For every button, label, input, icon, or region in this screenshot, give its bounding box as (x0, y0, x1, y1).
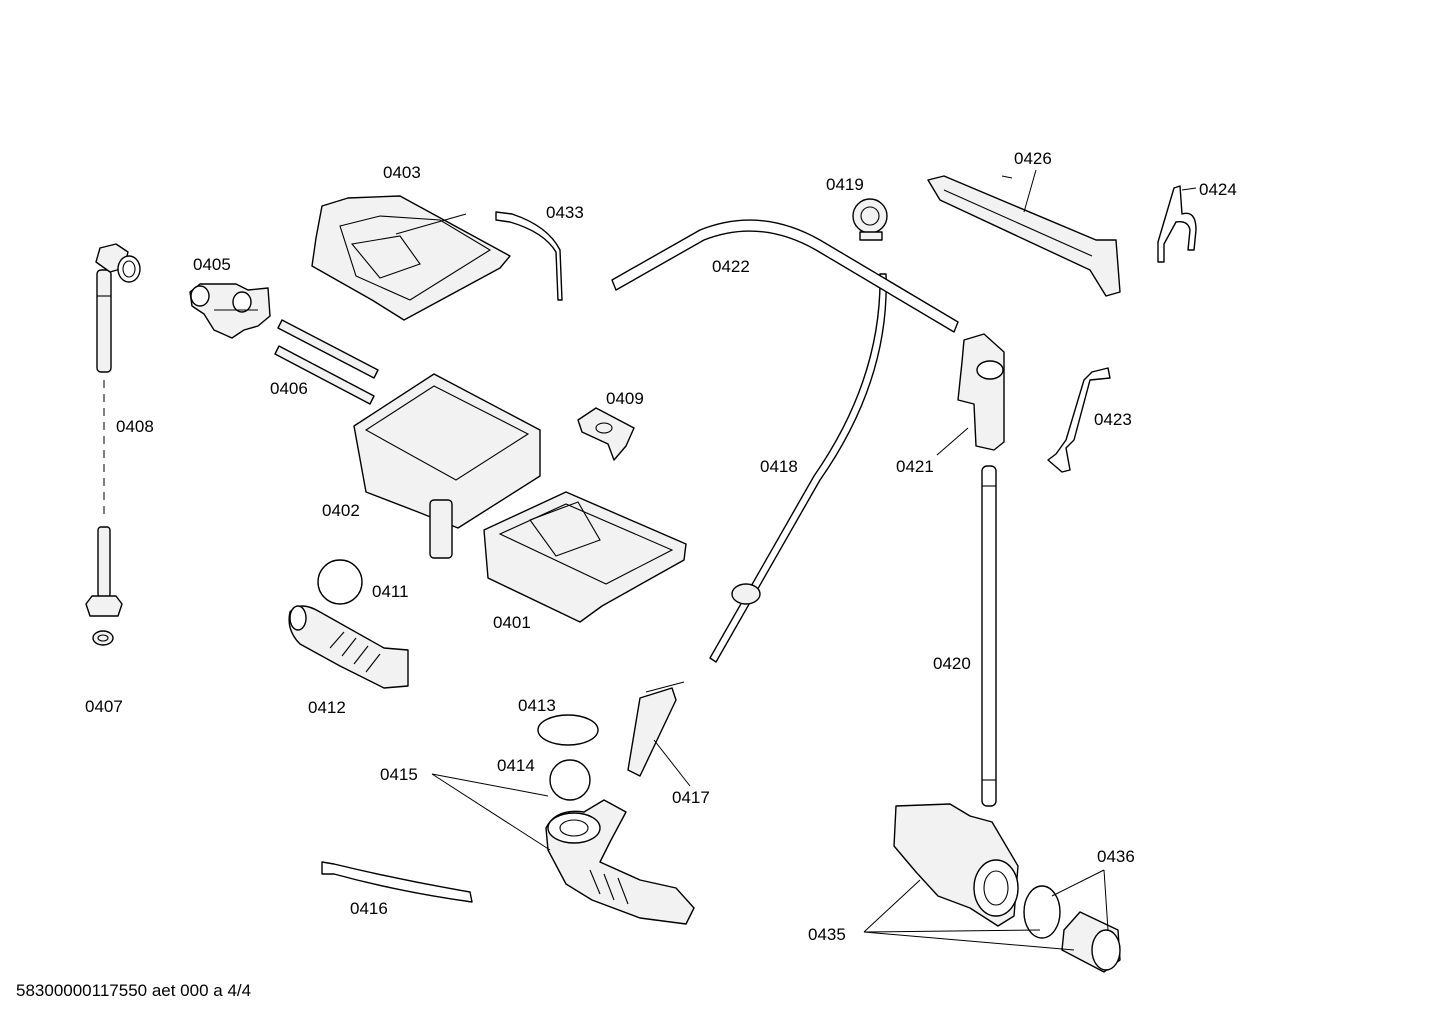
part-0406-tubes (274, 319, 379, 405)
part-0411-gasket-ring (317, 559, 363, 605)
label-0405: 0405 (193, 255, 231, 274)
label-0420: 0420 (933, 654, 971, 673)
part-0418-grommet (731, 583, 761, 605)
label-0409: 0409 (606, 389, 644, 408)
label-0401: 0401 (493, 613, 531, 632)
label-0436: 0436 (1097, 847, 1135, 866)
label-0402: 0402 (322, 501, 360, 520)
part-0405-valve (189, 283, 271, 339)
part-0423-hook (1047, 367, 1111, 473)
part-0413-gasket-ring (537, 714, 599, 746)
label-0421: 0421 (896, 457, 934, 476)
label-0418: 0418 (760, 457, 798, 476)
label-0413: 0413 (518, 696, 556, 715)
part-0408-hose-lower (85, 526, 123, 617)
part-0422-hose (611, 219, 959, 333)
label-0426: 0426 (1014, 149, 1052, 168)
part-0408-hose-elbow (95, 243, 141, 373)
label-0422: 0422 (712, 257, 750, 276)
part-0409-clip (577, 407, 635, 461)
part-labels: 0403 0433 0405 0406 0408 0409 0402 0411 … (85, 149, 1237, 944)
label-0414: 0414 (497, 756, 535, 775)
part-0418-tube (709, 273, 887, 663)
part-0407-washer (92, 630, 114, 646)
part-0433-hose (495, 211, 563, 301)
label-0433: 0433 (546, 203, 584, 222)
part-0412-bellows-hose (288, 605, 409, 689)
label-0416: 0416 (350, 899, 388, 918)
part-0421-air-chamber (957, 333, 1005, 451)
part-0402-dispenser-housing (353, 373, 541, 559)
label-0411: 0411 (372, 582, 409, 601)
part-0401-drawer (483, 491, 687, 623)
label-0408: 0408 (116, 417, 154, 436)
part-0403-dispenser-top (311, 195, 511, 321)
part-0435-drain-pump (893, 803, 1019, 927)
part-0415-sump-hose (545, 799, 695, 925)
part-0436-seal-filter (1023, 885, 1121, 973)
part-0416-hose (321, 861, 473, 903)
label-0423: 0423 (1094, 410, 1132, 429)
label-0435: 0435 (808, 925, 846, 944)
label-0412: 0412 (308, 698, 346, 717)
part-0414-ball (549, 759, 591, 801)
label-0417: 0417 (672, 788, 710, 807)
part-0420-hose (981, 465, 997, 807)
document-footer: 58300000117550 aet 000 a 4/4 (16, 981, 252, 1000)
label-0419: 0419 (826, 175, 864, 194)
part-0419-pressure-switch (852, 198, 888, 241)
label-0415: 0415 (380, 765, 418, 784)
label-0407: 0407 (85, 697, 123, 716)
part-0417-heater (627, 681, 685, 777)
part-0424-hook (1157, 185, 1197, 263)
label-0403: 0403 (383, 163, 421, 182)
part-0426-cable-bracket (927, 175, 1121, 297)
label-0406: 0406 (270, 379, 308, 398)
leader-lines (431, 169, 1197, 951)
label-0424: 0424 (1199, 180, 1237, 199)
